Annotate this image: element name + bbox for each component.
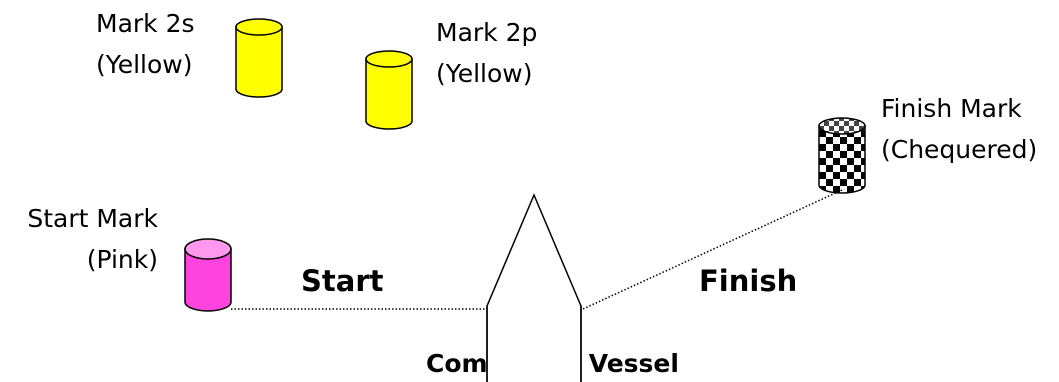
mark-2s-label-line1: Mark 2s [96,9,195,38]
finish-mark-label-line1: Finish Mark [881,94,1022,123]
finish-mark-buoy [818,117,866,194]
vessel-label-mask [488,336,580,382]
start-mark-buoy [184,238,232,312]
mark-2p-label-line1: Mark 2p [436,18,537,47]
start-mark-label-line2: (Pink) [87,245,158,274]
finish-line-label: Finish [699,264,797,298]
start-mark-label-line1: Start Mark [27,204,158,233]
mark-2p-label-line2: (Yellow) [436,59,532,88]
start-line-label: Start [301,264,384,298]
finish-mark-label-line2: (Chequered) [881,135,1037,164]
mark-2p-buoy [365,50,413,130]
mark-2s-label-line2: (Yellow) [96,50,192,79]
mark-2s-buoy [235,18,283,98]
